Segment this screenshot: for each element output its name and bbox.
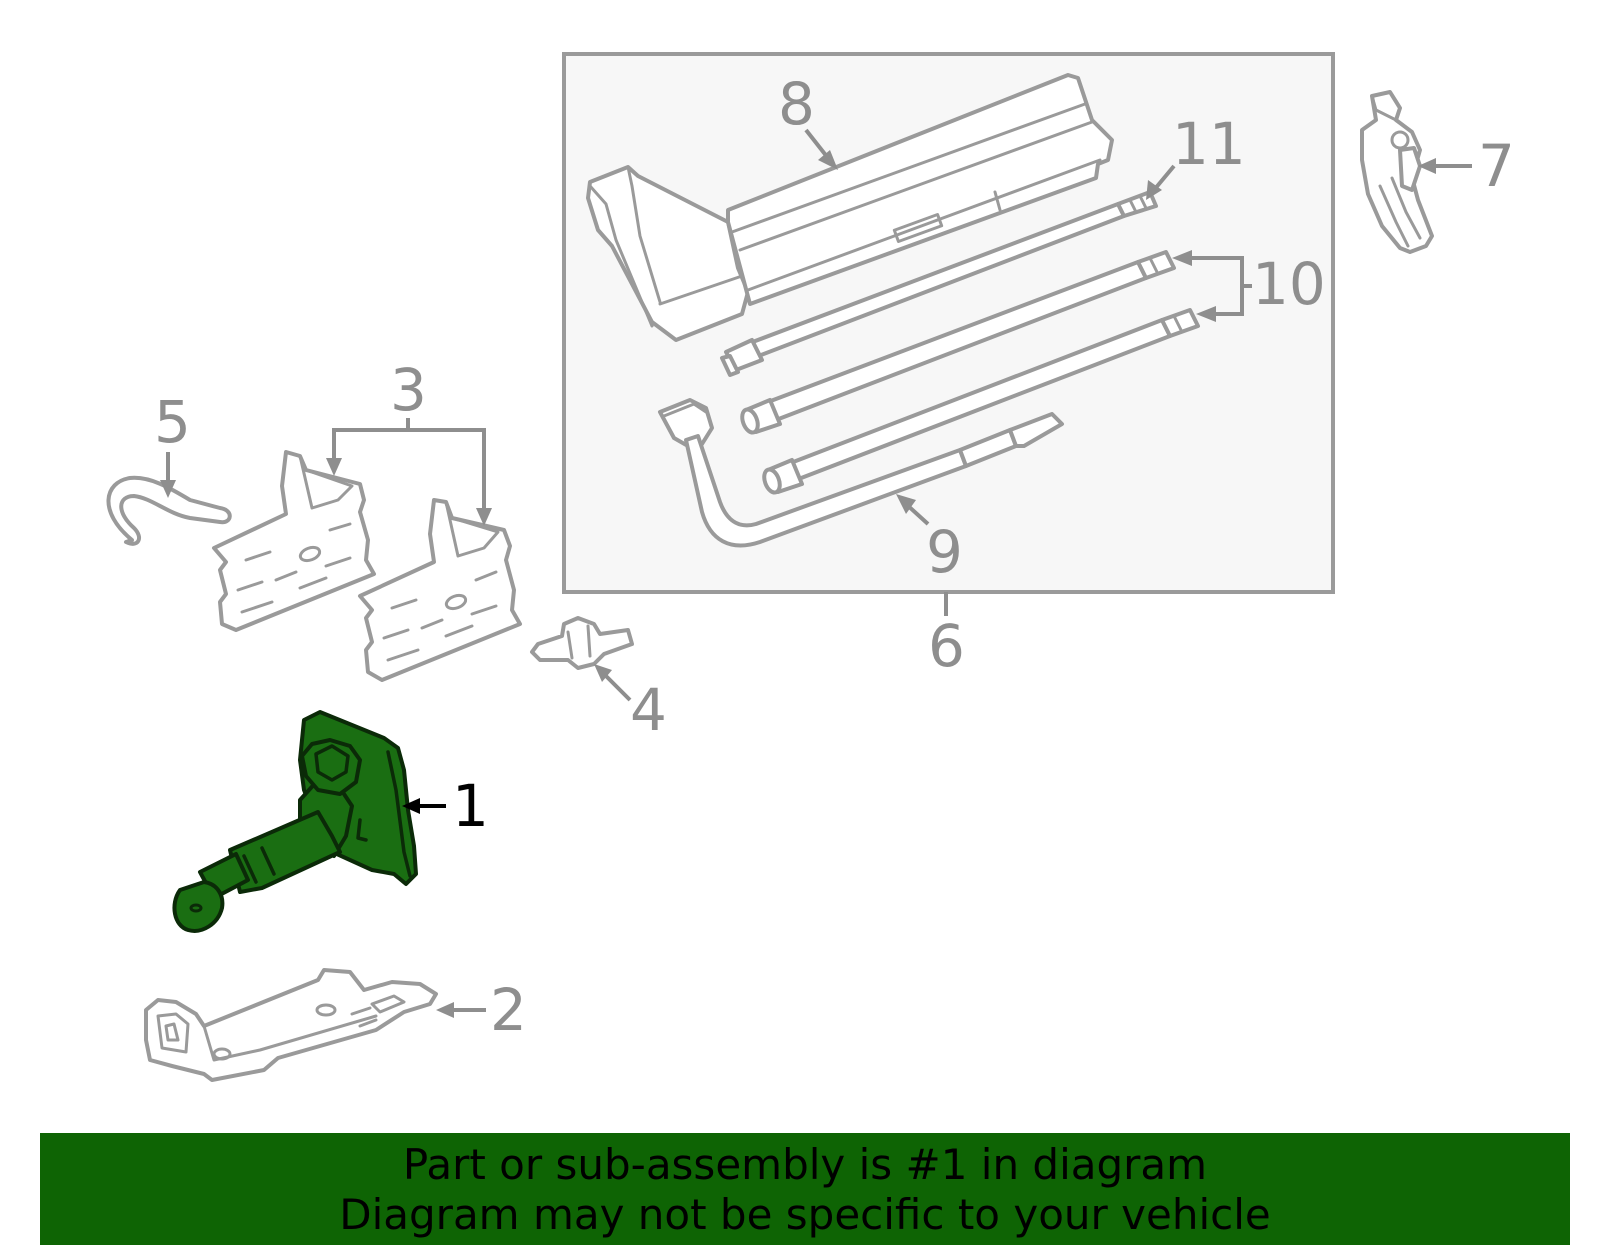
callout-4: 4 xyxy=(630,676,667,744)
part-10-extension-bars[interactable] xyxy=(739,250,1200,495)
part-9-wheel-wrench[interactable] xyxy=(658,398,1064,548)
part-4-wing-bolt[interactable] xyxy=(530,616,634,670)
callout-6: 6 xyxy=(928,612,965,680)
part-1-jack[interactable] xyxy=(172,710,418,933)
callout-9: 9 xyxy=(926,518,963,586)
part-2-base-plate[interactable] xyxy=(144,968,438,1082)
callout-2: 2 xyxy=(490,976,527,1044)
leader-lines xyxy=(160,128,1472,1018)
part-11-extension-bar[interactable] xyxy=(720,190,1158,377)
part-8-tool-bag[interactable] xyxy=(586,73,1114,342)
callout-3: 3 xyxy=(390,356,427,424)
banner-line-2: Diagram may not be specific to your vehi… xyxy=(339,1190,1271,1239)
callout-7: 7 xyxy=(1478,132,1515,200)
callout-1: 1 xyxy=(452,772,489,840)
callout-5: 5 xyxy=(154,388,191,456)
part-3-jack-holders[interactable] xyxy=(212,450,522,682)
part-5-hook[interactable] xyxy=(106,475,232,546)
banner-line-1: Part or sub-assembly is #1 in diagram xyxy=(402,1140,1208,1189)
part-7-jack-clip[interactable] xyxy=(1360,90,1434,254)
callout-8: 8 xyxy=(778,70,815,138)
info-banner: Part or sub-assembly is #1 in diagram Di… xyxy=(40,1133,1570,1245)
callout-11: 11 xyxy=(1172,110,1246,178)
callout-10: 10 xyxy=(1252,250,1326,318)
